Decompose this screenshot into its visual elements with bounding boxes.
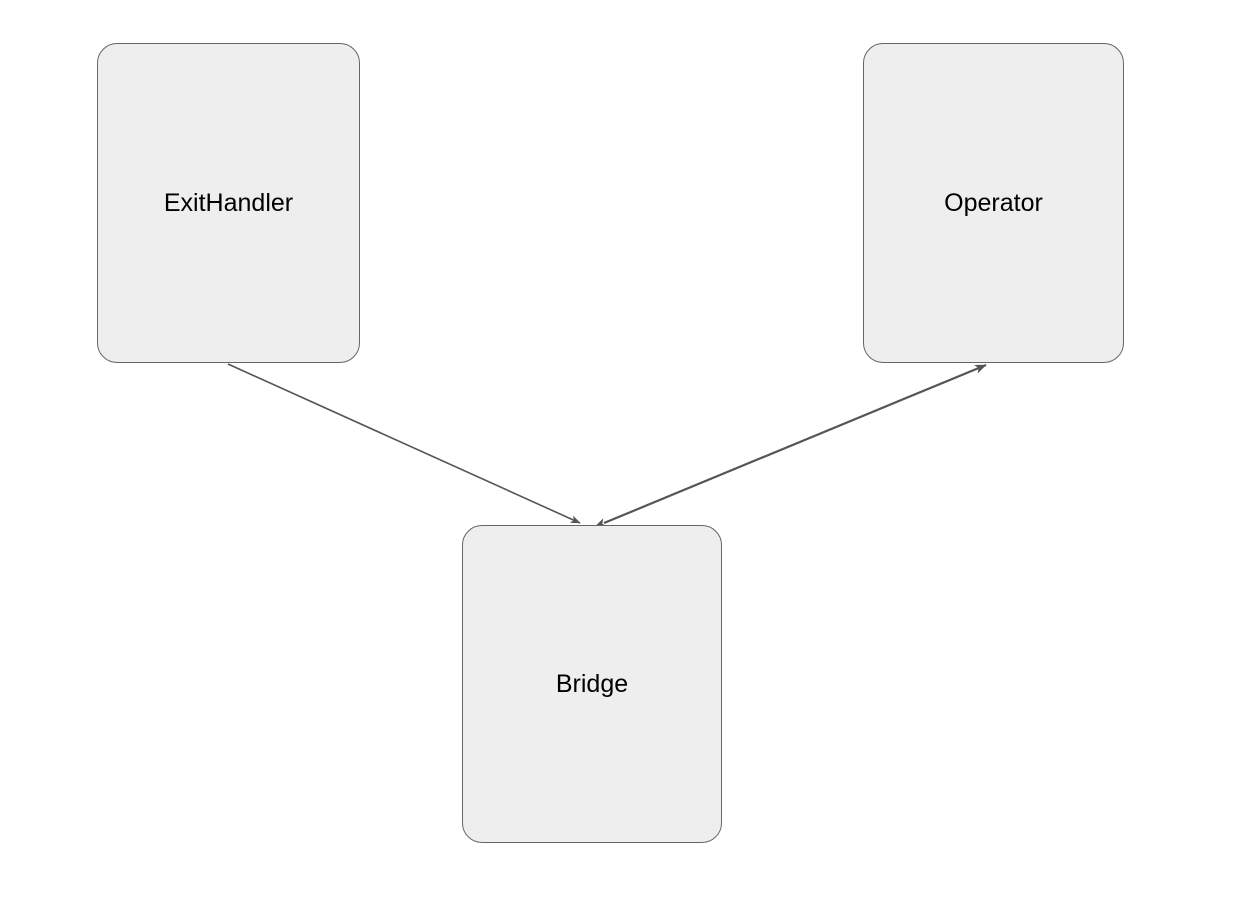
node-exithandler-label: ExitHandler xyxy=(163,188,294,217)
node-exithandler[interactable]: ExitHandler xyxy=(97,43,360,363)
edge-bridge-to-operator xyxy=(594,363,987,527)
edge-exithandler-to-bridge xyxy=(227,363,581,524)
node-bridge-label: Bridge xyxy=(555,669,629,698)
node-bridge[interactable]: Bridge xyxy=(462,525,722,843)
node-operator[interactable]: Operator xyxy=(863,43,1124,363)
node-operator-label: Operator xyxy=(944,188,1043,217)
